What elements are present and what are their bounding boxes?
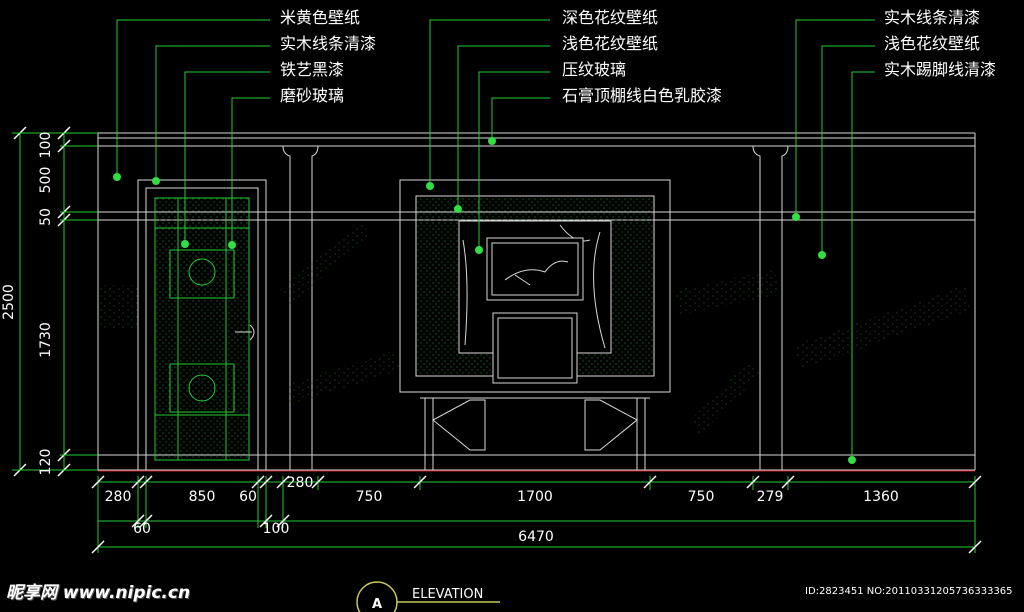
hdim-750-a: 750	[356, 489, 383, 505]
label-iron-black-paint: 铁艺黑漆	[280, 60, 345, 79]
wallpaper-pattern	[100, 220, 970, 435]
label-wood-trim-varnish-right: 实木线条清漆	[884, 8, 981, 27]
vdim-50: 50	[38, 208, 54, 226]
label-embossed-glass: 压纹玻璃	[562, 60, 627, 79]
label-gypsum-ceiling-line: 石膏顶棚线白色乳胶漆	[562, 86, 723, 105]
door	[137, 179, 267, 471]
elevation-marker-letter: A	[372, 597, 382, 612]
hdim-60-a: 60	[239, 489, 257, 505]
leader-lines	[113, 19, 875, 464]
horizontal-dimensions	[91, 475, 982, 554]
hdim-279: 279	[757, 489, 784, 505]
hdim-850: 850	[189, 489, 216, 505]
vdim-120: 120	[38, 449, 54, 476]
hdim-total: 6470	[518, 529, 554, 545]
feature-wall	[399, 179, 671, 470]
elevation-marker	[356, 581, 500, 612]
hdim-60-b: 60	[133, 521, 151, 537]
hdim-1700: 1700	[517, 489, 553, 505]
elevation-title: ELEVATION	[412, 587, 483, 602]
label-wood-skirting-varnish: 实木踢脚线清漆	[884, 60, 997, 79]
vdim-total: 2500	[1, 284, 17, 320]
hdim-280-a: 280	[105, 489, 132, 505]
label-frosted-glass: 磨砂玻璃	[280, 86, 345, 105]
label-beige-wallpaper: 米黄色壁纸	[280, 8, 361, 27]
hdim-280-b: 280	[287, 475, 314, 491]
hdim-1360: 1360	[863, 489, 899, 505]
label-light-pattern-wallpaper: 浅色花纹壁纸	[562, 34, 659, 53]
label-light-pattern-wallpaper-right: 浅色花纹壁纸	[884, 34, 981, 53]
watermark-id: ID:2823451 NO:20110331205736333365	[805, 586, 1013, 597]
label-dark-pattern-wallpaper: 深色花纹壁纸	[562, 8, 659, 27]
hdim-100: 100	[263, 521, 290, 537]
hdim-750-b: 750	[688, 489, 715, 505]
vdim-100: 100	[38, 132, 54, 159]
vdim-1730: 1730	[38, 322, 54, 358]
label-wood-trim-varnish: 实木线条清漆	[280, 34, 377, 53]
vertical-dimensions	[12, 126, 98, 477]
watermark-logo: 昵享网 www.nipic.cn	[6, 583, 191, 603]
vdim-500: 500	[38, 167, 54, 194]
